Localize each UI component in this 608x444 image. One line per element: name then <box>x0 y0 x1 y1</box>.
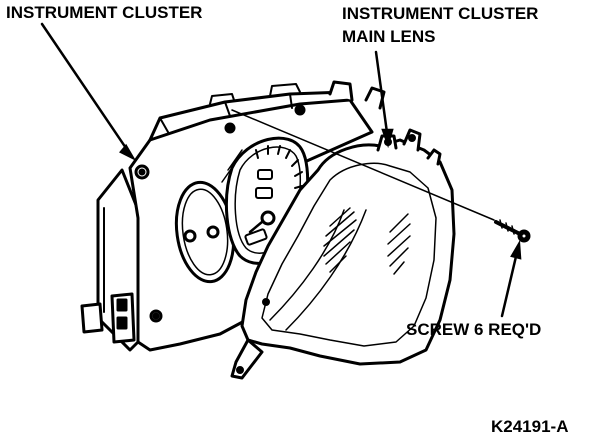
main-lens-drawing <box>230 128 456 380</box>
main-lens-label-line2: MAIN LENS <box>342 27 436 46</box>
screw-label: SCREW 6 REQ'D <box>406 320 542 339</box>
figure-id-label: K24191-A <box>491 417 569 436</box>
main-lens-label-line1: INSTRUMENT CLUSTER <box>342 4 539 23</box>
screw-drawing <box>494 219 531 243</box>
instrument-cluster-label: INSTRUMENT CLUSTER <box>6 3 203 22</box>
leader-lines <box>40 22 522 318</box>
